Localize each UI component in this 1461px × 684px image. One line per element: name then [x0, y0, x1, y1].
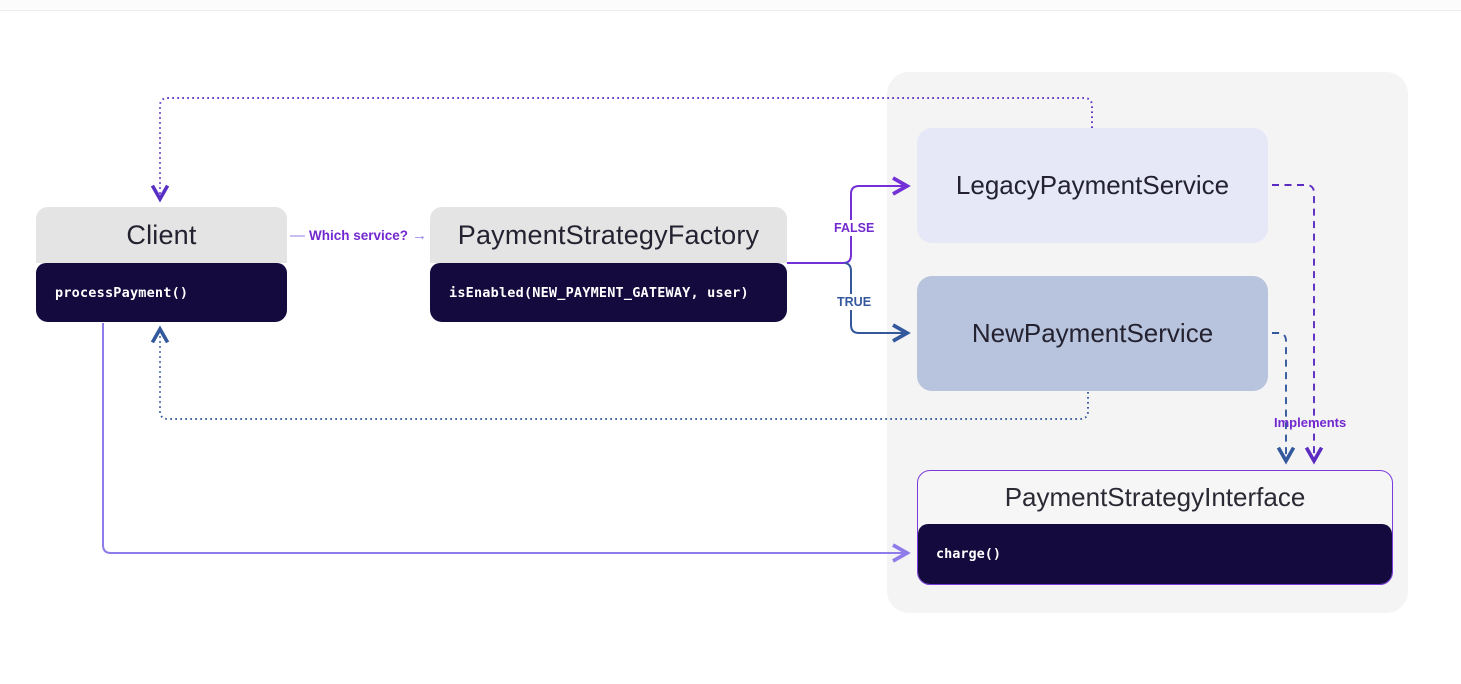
top-border-strip — [0, 0, 1461, 11]
which-service-text: Which service? — [308, 227, 409, 243]
factory-method: isEnabled(NEW_PAYMENT_GATEWAY, user) — [430, 263, 787, 322]
new-payment-service-node: NewPaymentService — [917, 276, 1268, 391]
edge-legacy-implements-interface — [1272, 184, 1324, 465]
legacy-payment-service-node: LegacyPaymentService — [917, 128, 1268, 243]
new-service-title: NewPaymentService — [971, 318, 1214, 348]
arrow-right-icon: → — [412, 226, 428, 244]
false-branch-label: FALSE — [831, 220, 878, 236]
factory-node: PaymentStrategyFactory isEnabled(NEW_PAY… — [430, 207, 787, 322]
interface-method: charge() — [918, 524, 1392, 584]
edge-legacy-return-to-client — [150, 97, 1093, 203]
client-method: processPayment() — [36, 263, 287, 322]
interface-title: PaymentStrategyInterface — [1004, 482, 1306, 512]
implements-label: Implements — [1274, 415, 1347, 430]
client-title: Client — [36, 207, 287, 263]
client-node: Client processPayment() — [36, 207, 287, 322]
legacy-service-title: LegacyPaymentService — [955, 170, 1230, 200]
edge-factory-true-to-new — [844, 262, 911, 343]
factory-title: PaymentStrategyFactory — [430, 207, 787, 263]
dash-icon: — — [289, 226, 305, 244]
edge-client-to-charge — [102, 323, 911, 563]
which-service-label: — Which service? → — [287, 207, 430, 263]
true-branch-label: TRUE — [834, 294, 875, 310]
edge-new-implements-interface — [1272, 332, 1296, 465]
payment-strategy-interface-node: PaymentStrategyInterface charge() — [917, 470, 1393, 585]
